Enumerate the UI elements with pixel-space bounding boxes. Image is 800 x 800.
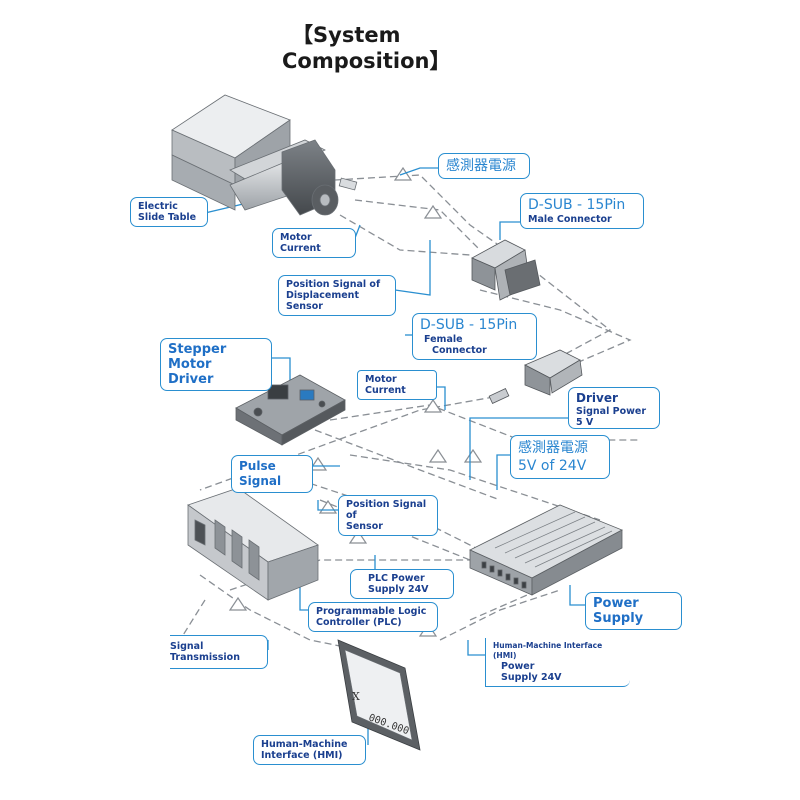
power-supply-unit	[469, 504, 623, 596]
dsub-male-connector	[471, 239, 541, 301]
label-signal-transmission: Signal Transmission	[170, 635, 268, 669]
dsub-female-connector	[488, 349, 583, 404]
label-stepper-motor-driver: Stepper Motor Driver	[160, 338, 272, 391]
label-plc: Programmable Logic Controller (PLC)	[308, 602, 438, 632]
plc-unit	[187, 487, 319, 601]
label-hmi-bottom: Human-Machine Interface (HMI)	[253, 735, 366, 765]
label-electric-slide-table: Electric Slide Table	[130, 197, 208, 227]
page-title: 【System Composition】	[282, 22, 482, 74]
label-position-signal-sensor: Position Signal of Sensor	[338, 495, 438, 536]
label-position-signal-displacement: Position Signal of Displacement Sensor	[278, 275, 396, 316]
label-plc-power-supply: PLC Power Supply 24V	[350, 569, 454, 599]
title-line1: 【System	[292, 23, 401, 47]
label-motor-current-top: Motor Current	[272, 228, 356, 258]
title-line2: Composition】	[282, 49, 451, 73]
stepper-motor-driver	[235, 374, 346, 446]
hmi-device	[337, 639, 421, 751]
label-driver-signal-power: Driver Signal Power 5 V	[568, 387, 660, 429]
label-dsub-female: D-SUB - 15Pin Female Connector	[412, 313, 537, 360]
hmi-axis-text: X	[352, 690, 360, 703]
label-dsub-male: D-SUB - 15Pin Male Connector	[520, 193, 644, 229]
label-sensor-power-mid: 感測器電源 5V of 24V	[510, 435, 610, 479]
electric-slide-table	[171, 94, 358, 216]
label-pulse-signal: Pulse Signal	[231, 455, 313, 493]
label-motor-current-mid: Motor Current	[357, 370, 437, 400]
label-hmi-power: Human-Machine Interface (HMI) Power Supp…	[485, 638, 630, 687]
label-power-supply: Power Supply	[585, 592, 682, 630]
label-sensor-power-top: 感測器電源	[438, 153, 530, 179]
